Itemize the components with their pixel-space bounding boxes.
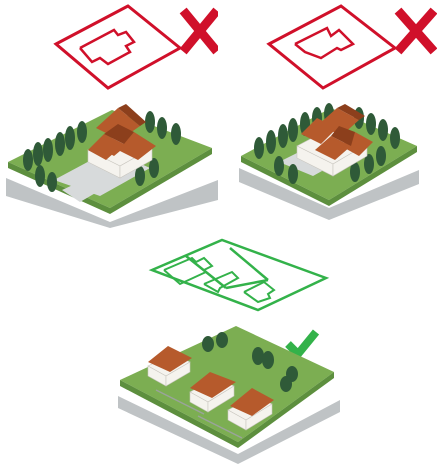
lot-outlines-subdivided [152,240,326,310]
site-model-right [239,103,419,220]
checkmark-icon [288,332,316,354]
panel-pointed-house-rejected [219,0,437,228]
x-icon [401,14,431,48]
x-icon [186,14,214,48]
panel-large-house-rejected [0,0,218,228]
lot-outline-left [56,6,180,88]
site-model-left [6,104,218,228]
panel-subdivided-lots-accepted [108,232,348,464]
lot-outline-right [269,6,395,88]
